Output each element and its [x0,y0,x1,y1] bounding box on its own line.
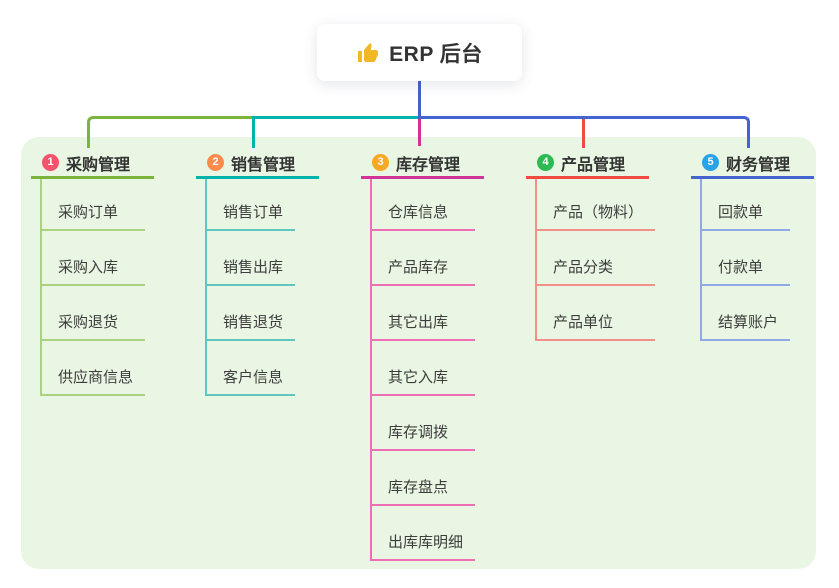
child-label: 供应商信息 [58,369,134,386]
child-node[interactable]: 结算账户 [702,286,791,341]
child-node[interactable]: 采购退货 [42,286,146,341]
branch-children: 回款单付款单结算账户 [700,179,791,341]
branch-header[interactable]: 2 销售管理 [196,149,319,179]
child-label: 仓库信息 [388,204,449,221]
branch-children: 仓库信息产品库存其它出库其它入库库存调拨库存盘点出库库明细 [370,179,476,561]
branches: 1 采购管理采购订单采购入库采购退货供应商信息 2 销售管理销售订单销售出库销售退货客… [21,137,816,569]
child-node[interactable]: 库存盘点 [372,451,476,506]
branch-children: 销售订单销售出库销售退货客户信息 [205,179,296,396]
child-node[interactable]: 销售出库 [207,231,296,286]
child-label: 产品分类 [553,259,614,276]
child-node[interactable]: 产品分类 [537,231,656,286]
child-node[interactable]: 供应商信息 [42,341,146,396]
branch-number-badge: 3 [372,154,389,171]
child-node[interactable]: 产品（物料） [537,179,656,231]
child-label: 采购入库 [58,259,119,276]
child-label: 出库库明细 [388,534,464,551]
branch-label: 采购管理 [66,156,131,174]
branch-label: 库存管理 [396,156,461,174]
child-node[interactable]: 采购订单 [42,179,146,231]
child-label: 销售退货 [223,314,284,331]
branch-number-badge: 4 [537,154,554,171]
child-label: 其它出库 [388,314,449,331]
child-label: 客户信息 [223,369,284,386]
child-node[interactable]: 采购入库 [42,231,146,286]
root-title: ERP 后台 [389,42,483,66]
branch-children: 采购订单采购入库采购退货供应商信息 [40,179,146,396]
child-label: 产品库存 [388,259,449,276]
branch-children: 产品（物料） 产品分类产品单位 [535,179,656,341]
child-node[interactable]: 销售退货 [207,286,296,341]
child-label: 付款单 [718,259,764,276]
branch-header[interactable]: 5 财务管理 [691,149,814,179]
mindmap-panel [21,137,816,569]
child-label: 产品单位 [553,314,614,331]
child-node[interactable]: 其它出库 [372,286,476,341]
child-label: 结算账户 [718,314,779,331]
child-label: 产品（物料） [553,204,644,221]
child-node[interactable]: 产品库存 [372,231,476,286]
branch-column-4: 4 产品管理产品（物料） 产品分类产品单位 [526,149,656,341]
branch-header[interactable]: 3 库存管理 [361,149,484,179]
connector-root-stem [418,81,421,119]
child-node[interactable]: 库存调拨 [372,396,476,451]
child-node[interactable]: 产品单位 [537,286,656,341]
branch-header[interactable]: 4 产品管理 [526,149,649,179]
branch-number-badge: 2 [207,154,224,171]
branch-column-5: 5 财务管理回款单付款单结算账户 [691,149,814,341]
child-node[interactable]: 销售订单 [207,179,296,231]
child-label: 销售出库 [223,259,284,276]
child-node[interactable]: 客户信息 [207,341,296,396]
child-label: 采购订单 [58,204,119,221]
branch-number-badge: 5 [702,154,719,171]
child-label: 库存调拨 [388,424,449,441]
child-label: 库存盘点 [388,479,449,496]
branch-column-3: 3 库存管理仓库信息产品库存其它出库其它入库库存调拨库存盘点出库库明细 [361,149,484,561]
child-label: 其它入库 [388,369,449,386]
child-node[interactable]: 出库库明细 [372,506,476,561]
child-label: 销售订单 [223,204,284,221]
child-node[interactable]: 付款单 [702,231,791,286]
child-node[interactable]: 回款单 [702,179,791,231]
branch-header[interactable]: 1 采购管理 [31,149,154,179]
branch-number-badge: 1 [42,154,59,171]
child-node[interactable]: 仓库信息 [372,179,476,231]
branch-label: 销售管理 [231,156,296,174]
thumbs-up-icon [356,41,380,65]
branch-column-1: 1 采购管理采购订单采购入库采购退货供应商信息 [31,149,154,396]
branch-label: 财务管理 [726,156,791,174]
root-node[interactable]: ERP 后台 [317,24,522,81]
child-label: 回款单 [718,204,764,221]
branch-label: 产品管理 [561,156,626,174]
branch-column-2: 2 销售管理销售订单销售出库销售退货客户信息 [196,149,319,396]
child-node[interactable]: 其它入库 [372,341,476,396]
child-label: 采购退货 [58,314,119,331]
